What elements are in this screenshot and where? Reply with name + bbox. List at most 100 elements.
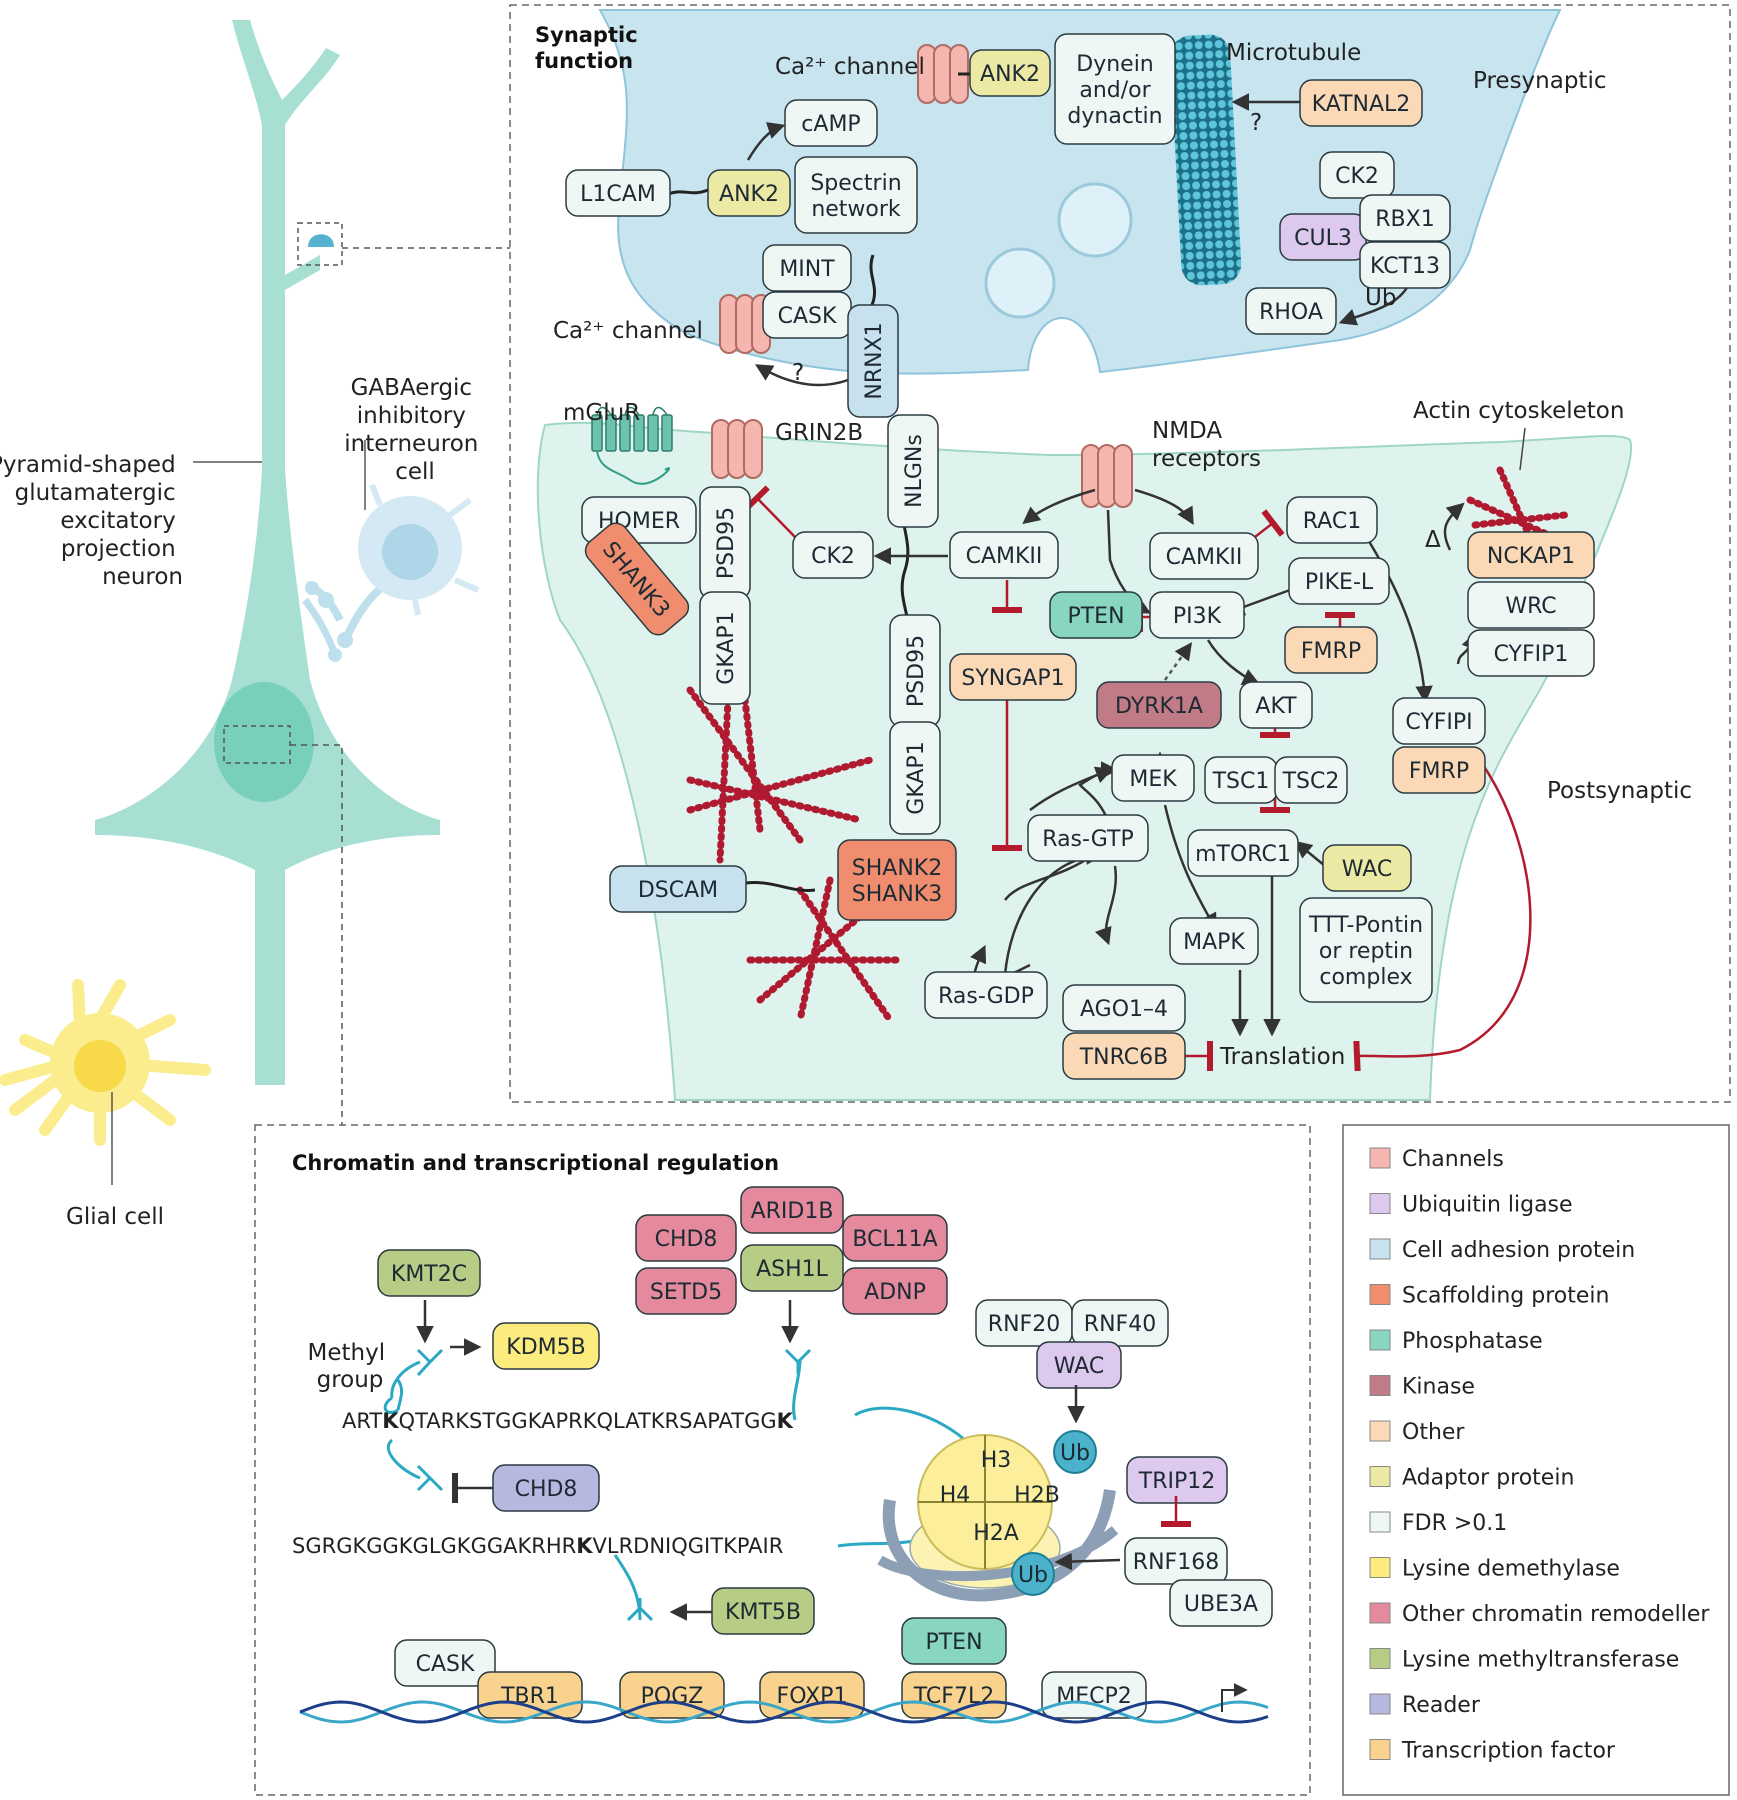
protein-psd95-a: PSD95 [699, 486, 751, 600]
protein-chd8-top: CHD8 [635, 1214, 737, 1262]
protein-rhoa: RHOA [1245, 287, 1337, 335]
synaptic-vesicle [984, 247, 1056, 319]
legend-label: Transcription factor [1401, 1739, 1616, 1764]
protein-kdm5b: KDM5B [492, 1322, 600, 1370]
grin2b-label: GRIN2B [775, 420, 863, 446]
protein-ck2-post: CK2 [792, 531, 874, 579]
protein-ash1l: ASH1L [740, 1244, 844, 1292]
protein-ube3a-label: UBE3A [1184, 1592, 1258, 1617]
protein-chd8-reader: CHD8 [492, 1464, 600, 1512]
protein-katnal2: KATNAL2 [1299, 79, 1423, 127]
question-mark-channel: ? [792, 360, 804, 386]
protein-adnp-label: ADNP [864, 1280, 926, 1305]
neurexin-tail [869, 254, 877, 306]
ca-channel-mid [719, 294, 771, 354]
ca-channel-label-mid: Ca²⁺ channel [553, 318, 703, 344]
legend-label: Lysine methyltransferase [1402, 1648, 1679, 1673]
neuron-label: Pyramid-shaped glutamatergic excitatory … [0, 452, 183, 590]
glial-cell [0, 979, 211, 1185]
chromatin-panel-border [254, 1124, 1311, 1796]
legend-swatch [1369, 1648, 1391, 1669]
protein-camkii-b-label: CAMKII [1166, 545, 1243, 570]
protein-mtorc1-label: mTORC1 [1195, 842, 1291, 867]
protein-tbr1: TBR1 [477, 1671, 583, 1719]
histone-h4-sequence: SGRGKGGKGLGKGGAKRHRKVLRDNIQGITKPAIR [292, 1534, 783, 1558]
protein-rnf20: RNF20 [975, 1299, 1073, 1347]
actin-label-line [1519, 427, 1526, 471]
protein-kmt5b: KMT5B [711, 1587, 815, 1635]
legend-item: Phosphatase [1369, 1329, 1543, 1354]
legend-item: Cell adhesion protein [1369, 1238, 1635, 1263]
legend-item: Other chromatin remodeller [1369, 1602, 1710, 1627]
protein-camkii-b: CAMKII [1149, 532, 1259, 580]
protein-rbx1-label: RBX1 [1375, 207, 1434, 232]
synaptic-title: Synaptic function [535, 23, 645, 73]
legend-label: Cell adhesion protein [1402, 1238, 1635, 1263]
protein-mek-label: MEK [1129, 767, 1177, 792]
protein-ago: AGO1–4 [1062, 984, 1186, 1032]
protein-pten-label: PTEN [1067, 604, 1124, 629]
legend-label: Lysine demethylase [1402, 1557, 1620, 1582]
protein-camkii-a-label: CAMKII [966, 544, 1043, 569]
protein-akt: AKT [1239, 681, 1313, 729]
mglur-label: mGluR [563, 400, 640, 426]
synaptic-panel-border [509, 4, 1731, 1103]
ub-label-h2a: Ub [1018, 1563, 1048, 1588]
protein-ras-gtp: Ras-GTP [1027, 814, 1149, 862]
protein-mtorc1: mTORC1 [1187, 829, 1299, 877]
microtubule-label: Microtubule [1226, 40, 1361, 66]
protein-fmrp-b-label: FMRP [1409, 759, 1469, 784]
protein-ash1l-label: ASH1L [756, 1257, 829, 1282]
protein-dscam: DSCAM [609, 865, 747, 913]
protein-foxp1: FOXP1 [759, 1671, 865, 1719]
protein-pten-label: PTEN [925, 1630, 982, 1655]
protein-ck2-pre: CK2 [1319, 151, 1395, 199]
protein-setd5-label: SETD5 [650, 1280, 722, 1305]
protein-nckap1-label: NCKAP1 [1487, 544, 1575, 569]
protein-cask-label: CASK [416, 1652, 475, 1677]
protein-ras-gdp: Ras-GDP [924, 971, 1048, 1019]
protein-ras-gdp-label: Ras-GDP [938, 984, 1034, 1009]
dscam-tail [745, 881, 816, 892]
legend-item: Channels [1369, 1147, 1504, 1172]
protein-pi3k: PI3K [1149, 591, 1245, 639]
protein-rnf40: RNF40 [1071, 1299, 1169, 1347]
synaptic-vesicle [1057, 182, 1133, 258]
legend-swatch [1369, 1193, 1391, 1214]
protein-syngap1-label: SYNGAP1 [961, 666, 1064, 691]
legend-swatch [1369, 1238, 1391, 1260]
protein-cask: CASK [394, 1639, 496, 1687]
presynaptic-label: Presynaptic [1473, 68, 1607, 94]
legend-item: FDR >0.1 [1369, 1511, 1507, 1536]
legend-item: Adaptor protein [1369, 1466, 1574, 1491]
protein-dyrk1a-label: DYRK1A [1115, 694, 1203, 719]
protein-pike-l: PIKE-L [1288, 557, 1390, 605]
protein-rbx1: RBX1 [1359, 194, 1451, 242]
postsynaptic-label: Postsynaptic [1547, 778, 1692, 804]
protein-psd95-a-label: PSD95 [714, 507, 739, 579]
nmda-label: NMDA receptors [1152, 418, 1261, 472]
dyrk1a-dashed-arrow [1163, 642, 1193, 681]
protein-mapk: MAPK [1169, 917, 1259, 965]
protein-ank2-top-label: ANK2 [980, 62, 1040, 87]
protein-mek: MEK [1111, 754, 1195, 802]
spine-head [308, 234, 334, 247]
mglur-receptor [591, 406, 673, 485]
protein-kmt5b-label: KMT5B [725, 1600, 801, 1625]
nmda-receptor [1081, 444, 1133, 508]
protein-camkii-a: CAMKII [949, 531, 1059, 579]
dna-strand [299, 1700, 1269, 1724]
protein-kmt2c-label: KMT2C [391, 1262, 467, 1287]
protein-cask: CASK [762, 291, 852, 339]
protein-dyrk1a: DYRK1A [1096, 681, 1222, 729]
legend-swatch [1369, 1693, 1391, 1715]
methyl-marks [416, 1348, 812, 1622]
protein-bcl11a: BCL11A [842, 1214, 948, 1262]
legend-label: Other chromatin remodeller [1402, 1602, 1710, 1627]
protein-katnal2-label: KATNAL2 [1312, 92, 1411, 117]
protein-mint-label: MINT [779, 257, 835, 282]
